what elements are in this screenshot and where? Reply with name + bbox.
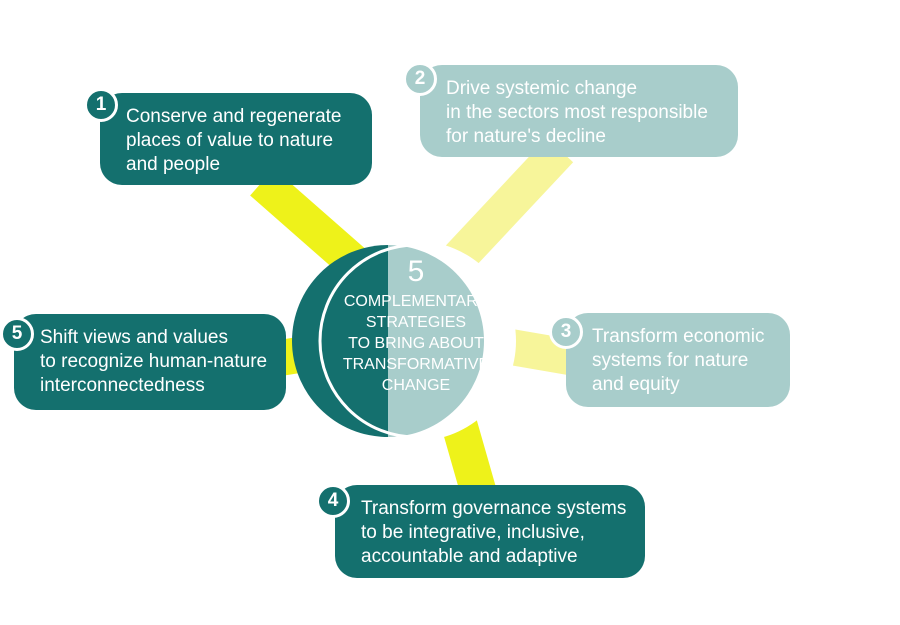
center-circle — [292, 241, 516, 441]
center-line-1: COMPLEMENTARY — [343, 293, 489, 310]
strategy-3-line-1: Transform economic — [592, 326, 765, 347]
strategy-3-line-3: and equity — [592, 374, 680, 395]
strategy-4-line-3: accountable and adaptive — [361, 546, 578, 567]
center-line-3: TO BRING ABOUT — [348, 335, 484, 352]
center-line-4: TRANSFORMATIVE — [342, 356, 490, 373]
strategy-5-line-3: interconnectedness — [40, 375, 205, 396]
strategy-badge-4: 4 — [316, 484, 350, 518]
strategy-box-1: Conserve and regenerate places of value … — [100, 93, 372, 185]
connector-2 — [441, 137, 574, 275]
strategy-box-3: Transform economic systems for nature an… — [566, 313, 790, 407]
strategy-badge-5: 5 — [0, 317, 34, 351]
strategy-box-5: Shift views and values to recognize huma… — [14, 314, 286, 410]
strategy-badge-2: 2 — [403, 62, 437, 96]
strategy-badge-3: 3 — [549, 315, 583, 349]
strategy-badge-1: 1 — [84, 88, 118, 122]
center-number: 5 — [407, 255, 425, 288]
strategy-2-line-1: Drive systemic change — [446, 78, 638, 99]
strategy-1-line-1: Conserve and regenerate — [126, 106, 342, 127]
strategy-5-line-1: Shift views and values — [40, 327, 228, 348]
center-label: 5 COMPLEMENTARY STRATEGIES TO BRING ABOU… — [333, 255, 499, 396]
strategy-4-line-2: to be integrative, inclusive, — [361, 522, 585, 543]
strategy-2-line-2: in the sectors most responsible — [446, 102, 708, 123]
center-line-2: STRATEGIES — [365, 314, 467, 331]
strategy-1-line-3: and people — [126, 154, 221, 175]
strategy-box-2: Drive systemic change in the sectors mos… — [420, 65, 738, 157]
strategy-3-line-2: systems for nature — [592, 350, 749, 371]
strategy-1-line-2: places of value to nature — [126, 130, 334, 151]
connector-3 — [501, 328, 579, 376]
strategy-5-line-2: to recognize human-nature — [40, 351, 268, 372]
connector-4 — [440, 415, 496, 495]
center-line-5: CHANGE — [381, 377, 451, 394]
strategy-box-4: Transform governance systems to be integ… — [335, 485, 645, 578]
strategy-4-line-1: Transform governance systems — [361, 498, 627, 519]
connector-1 — [250, 168, 372, 282]
strategy-2-line-3: for nature's decline — [446, 126, 606, 147]
